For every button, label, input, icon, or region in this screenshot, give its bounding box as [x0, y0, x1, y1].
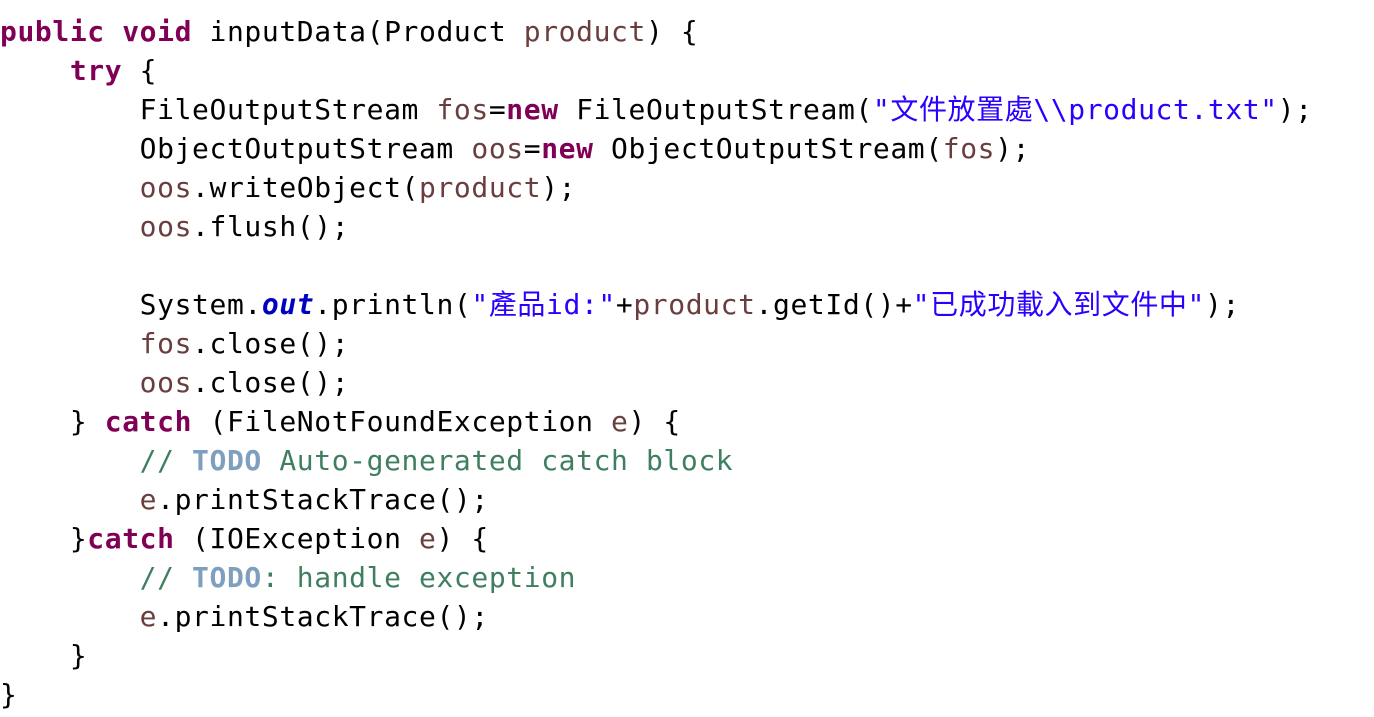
keyword: catch — [104, 405, 193, 438]
keyword: catch — [87, 522, 175, 555]
code-text — [105, 15, 122, 48]
code-text — [0, 561, 140, 594]
variable: fos — [139, 327, 193, 360]
code-text — [0, 327, 140, 360]
comment: // — [139, 444, 193, 477]
variable: product — [523, 15, 646, 48]
code-text: ) { — [645, 15, 699, 48]
code-text — [0, 444, 140, 477]
code-text: .println( — [314, 288, 472, 321]
code-line[interactable]: e.printStackTrace(); — [0, 597, 1374, 636]
variable: oos — [471, 132, 524, 165]
variable: e — [419, 522, 437, 555]
code-text: inputData(Product — [192, 15, 524, 48]
string-literal: "產品id:" — [471, 288, 616, 321]
code-text: } — [0, 639, 88, 672]
keyword: new — [541, 132, 594, 165]
code-text: + — [615, 288, 634, 321]
code-editor[interactable]: public void inputData(Product product) {… — [0, 12, 1374, 717]
code-line[interactable]: System.out.println("產品id:"+product.getId… — [0, 285, 1374, 324]
code-text: ) { — [436, 522, 489, 555]
code-text: .close(); — [192, 366, 350, 399]
variable: e — [139, 600, 158, 633]
code-text: } — [0, 522, 88, 555]
keyword: new — [506, 93, 559, 126]
code-text — [0, 171, 140, 204]
code-text — [0, 483, 140, 516]
code-text: } — [0, 678, 18, 711]
variable: product — [633, 288, 756, 321]
code-text: .printStackTrace(); — [157, 600, 489, 633]
code-line[interactable]: // TODO: handle exception — [0, 558, 1374, 597]
keyword: public — [0, 15, 105, 48]
code-line[interactable]: e.printStackTrace(); — [0, 480, 1374, 519]
code-text: } — [0, 405, 105, 438]
code-text: ); — [541, 171, 577, 204]
code-line[interactable]: }catch (IOException e) { — [0, 519, 1374, 558]
comment: // — [139, 561, 193, 594]
variable: fos — [436, 93, 489, 126]
keyword: try — [69, 54, 123, 87]
code-line[interactable]: // TODO Auto-generated catch block — [0, 441, 1374, 480]
variable: oos — [139, 171, 193, 204]
code-text — [0, 210, 140, 243]
variable: e — [139, 483, 158, 516]
code-line[interactable] — [0, 246, 1374, 285]
code-line[interactable]: } catch (FileNotFoundException e) { — [0, 402, 1374, 441]
code-line[interactable]: ObjectOutputStream oos=new ObjectOutputS… — [0, 129, 1374, 168]
code-text — [0, 366, 140, 399]
code-line[interactable]: } — [0, 675, 1374, 714]
code-text: { — [122, 54, 158, 87]
variable: fos — [942, 132, 996, 165]
code-line[interactable]: oos.writeObject(product); — [0, 168, 1374, 207]
code-text: ) { — [628, 405, 681, 438]
code-text: (IOException — [174, 522, 419, 555]
static-field: out — [261, 288, 315, 321]
code-text: (FileNotFoundException — [192, 405, 612, 438]
variable: e — [611, 405, 629, 438]
code-line[interactable]: try { — [0, 51, 1374, 90]
comment: Auto-generated catch block — [261, 444, 734, 477]
code-text: FileOutputStream — [0, 93, 437, 126]
code-text: ); — [995, 132, 1031, 165]
code-text: .printStackTrace(); — [157, 483, 489, 516]
todo-tag: TODO — [192, 444, 262, 477]
code-line[interactable]: oos.flush(); — [0, 207, 1374, 246]
variable: oos — [139, 366, 193, 399]
todo-tag: TODO — [192, 561, 262, 594]
code-text: System. — [0, 288, 262, 321]
code-text: FileOutputStream( — [558, 93, 873, 126]
code-line[interactable]: } — [0, 636, 1374, 675]
code-text: .flush(); — [192, 210, 350, 243]
code-line[interactable]: fos.close(); — [0, 324, 1374, 363]
string-literal: "已成功載入到文件中" — [912, 288, 1205, 321]
code-text — [0, 54, 70, 87]
keyword: void — [122, 15, 193, 48]
comment: : handle exception — [261, 561, 577, 594]
code-text: .writeObject( — [192, 171, 419, 204]
code-text: .getId()+ — [755, 288, 913, 321]
code-text: ); — [1205, 288, 1240, 321]
code-text: = — [523, 132, 542, 165]
code-line[interactable]: FileOutputStream fos=new FileOutputStrea… — [0, 90, 1374, 129]
code-line[interactable]: oos.close(); — [0, 363, 1374, 402]
code-text — [0, 600, 140, 633]
variable: product — [419, 171, 542, 204]
code-text: ); — [1277, 93, 1313, 126]
code-line[interactable]: public void inputData(Product product) { — [0, 12, 1374, 51]
code-text: = — [488, 93, 507, 126]
string-literal: "文件放置處\\product.txt" — [872, 93, 1278, 126]
code-text: ObjectOutputStream( — [593, 132, 943, 165]
variable: oos — [139, 210, 193, 243]
code-text: .close(); — [192, 327, 350, 360]
code-text: ObjectOutputStream — [0, 132, 472, 165]
